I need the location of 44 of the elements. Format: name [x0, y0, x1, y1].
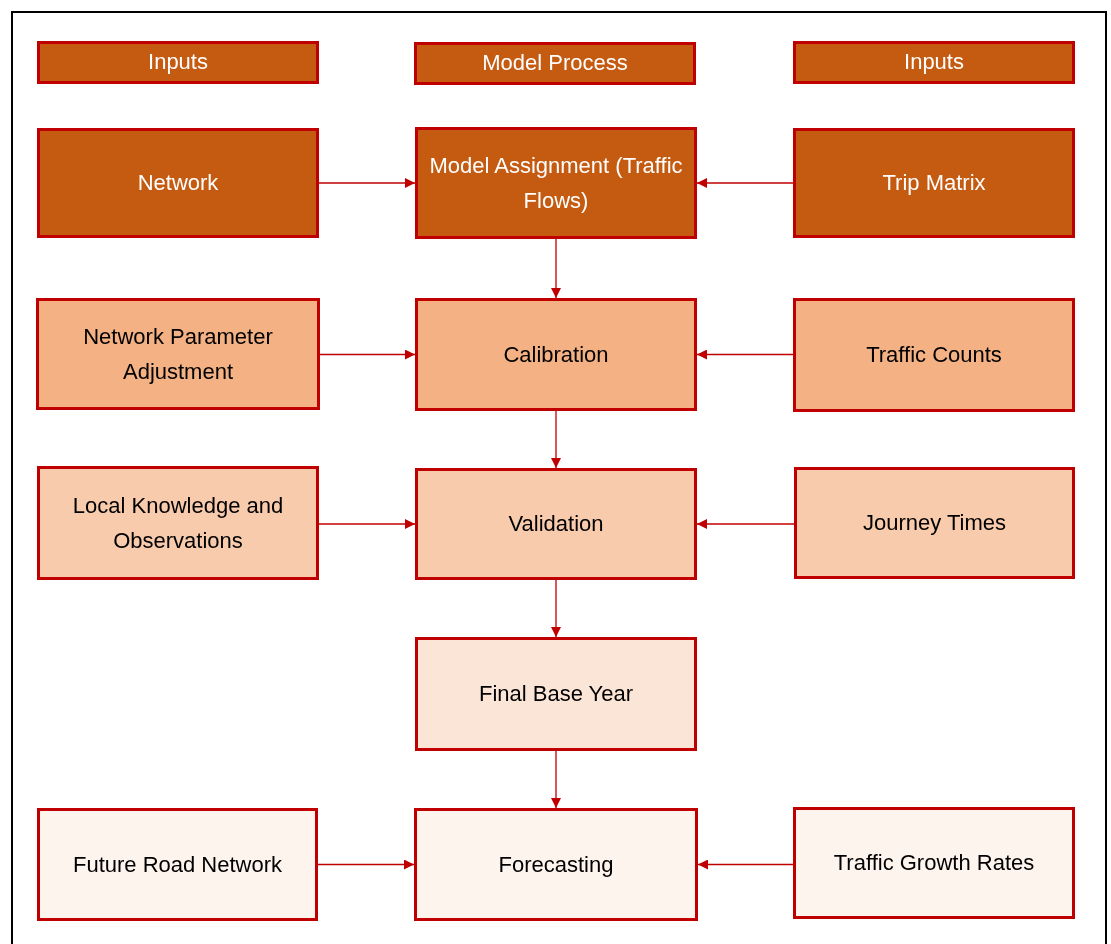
arrow [318, 519, 416, 529]
arrow [551, 750, 561, 809]
process-box [793, 298, 1075, 412]
arrow [319, 349, 416, 360]
process-box [36, 298, 320, 410]
node-label: Traffic Growth Rates [833, 849, 1035, 878]
node-label: Inputs [148, 49, 208, 76]
node-label: Model Process [482, 50, 628, 77]
process-box [793, 807, 1075, 919]
arrow [551, 238, 561, 299]
node-label: Calibration [503, 340, 609, 369]
arrow [696, 519, 795, 529]
header-box [414, 42, 696, 85]
process-box [415, 127, 697, 239]
node-label: Validation [508, 510, 604, 539]
node-label: Forecasting [498, 850, 614, 879]
node-label: Journey Times [862, 509, 1007, 538]
node-label: Inputs [904, 49, 964, 76]
node-label: Network Parameter Adjustment [82, 322, 274, 386]
node-label: Network [137, 169, 219, 198]
arrow [696, 178, 794, 188]
process-box [793, 128, 1075, 238]
arrow [697, 859, 794, 870]
arrow [317, 859, 415, 870]
process-box [415, 637, 697, 751]
arrow [551, 410, 561, 469]
arrow [696, 349, 794, 360]
process-box [415, 298, 697, 411]
process-box [794, 467, 1075, 579]
node-label: Traffic Counts [866, 341, 1002, 370]
process-box [414, 808, 698, 921]
header-box [793, 41, 1075, 84]
process-box [37, 128, 319, 238]
process-box [37, 466, 319, 580]
arrow [551, 579, 561, 638]
node-label: Trip Matrix [882, 169, 986, 198]
arrow [318, 178, 416, 188]
process-box [37, 808, 318, 921]
node-label: Future Road Network [72, 850, 283, 879]
node-label: Local Knowledge and Observations [71, 491, 285, 555]
node-label: Model Assignment (Traffic Flows) [428, 151, 684, 215]
node-label: Final Base Year [478, 680, 634, 709]
process-box [415, 468, 697, 580]
header-box [37, 41, 319, 84]
